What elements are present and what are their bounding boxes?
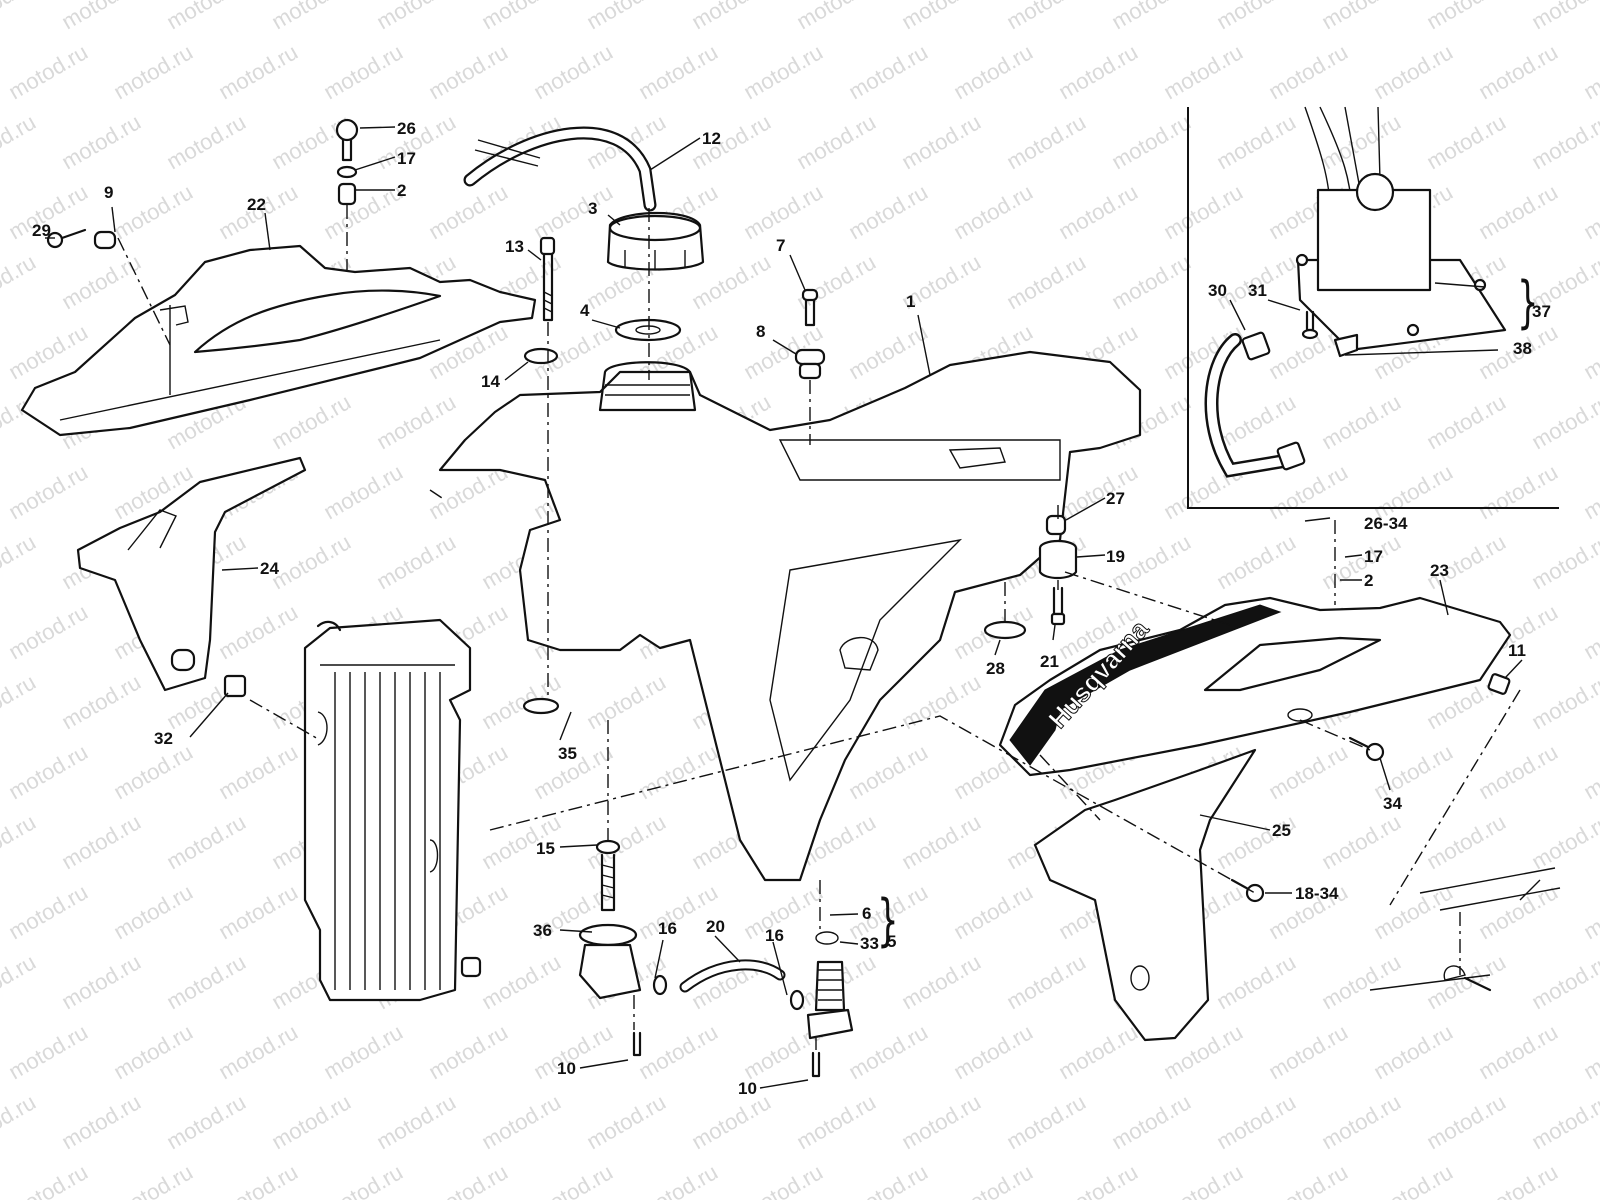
callout-37: 37 (1532, 302, 1551, 321)
callout-16a: 16 (658, 919, 677, 938)
callout-25: 25 (1272, 821, 1291, 840)
washer-14 (523, 347, 559, 365)
callout-34: 34 (1383, 794, 1402, 813)
fuel-tap-36 (578, 853, 642, 1000)
bolt-21 (1050, 586, 1066, 626)
assembly-lines (117, 205, 1521, 1050)
spacer-2 (337, 182, 357, 206)
callout-3: 3 (588, 199, 598, 218)
callout-9: 9 (104, 183, 114, 202)
callout-14: 14 (481, 372, 500, 391)
callout-38: 38 (1513, 339, 1532, 358)
callout-17b: 17 (1364, 547, 1383, 566)
callout-31: 31 (1248, 281, 1267, 300)
clip-nut-11 (1487, 673, 1511, 695)
fuel-pump-unit (1295, 106, 1507, 358)
screw-31 (1301, 310, 1319, 340)
group-brace-37: } (1517, 270, 1539, 335)
clip-nut-32 (223, 674, 247, 698)
callout-26-34: 26-34 (1364, 514, 1408, 533)
screw-10b (811, 1051, 821, 1078)
callout-28: 28 (986, 659, 1005, 678)
inset-panel (1187, 107, 1559, 509)
callout-30: 30 (1208, 281, 1227, 300)
bolt-13 (539, 236, 556, 322)
callout-5: 5 (887, 932, 897, 951)
leader-lines (45, 126, 1523, 1089)
callout-35: 35 (558, 744, 577, 763)
callout-2b: 2 (1364, 571, 1374, 590)
callout-1: 1 (906, 292, 916, 311)
callout-22: 22 (247, 195, 266, 214)
breather-hose (463, 126, 657, 212)
callout-7: 7 (776, 236, 786, 255)
filler-cap (606, 211, 705, 271)
callout-2a: 2 (397, 181, 407, 200)
right-radiator-shroud: Husqvarna (998, 596, 1512, 777)
bolt-26 (335, 118, 359, 162)
grommet-8 (794, 348, 826, 380)
callout-13: 13 (505, 237, 524, 256)
callout-6: 6 (862, 904, 872, 923)
bolt-34 (1348, 736, 1385, 762)
callout-32: 32 (154, 729, 173, 748)
callout-29: 29 (32, 221, 51, 240)
callout-10b: 10 (738, 1079, 757, 1098)
cap-seal (614, 318, 682, 342)
o-ring-6 (815, 931, 839, 945)
right-shroud-bracket (1033, 748, 1257, 1042)
callout-19: 19 (1106, 547, 1125, 566)
washer-17 (336, 165, 358, 179)
rubber-mount-19 (1038, 539, 1078, 580)
washer-28 (983, 620, 1027, 640)
callout-15: 15 (536, 839, 555, 858)
callout-27: 27 (1106, 489, 1125, 508)
callout-26: 26 (397, 119, 416, 138)
callout-16b: 16 (765, 926, 784, 945)
fuel-line-30 (1204, 331, 1306, 478)
group-brace-5: } (877, 888, 899, 953)
screw-7 (801, 288, 819, 327)
callout-23: 23 (1430, 561, 1449, 580)
callout-11: 11 (1508, 641, 1526, 660)
callout-10a: 10 (557, 1059, 576, 1078)
hose-clamp-16a (652, 974, 668, 996)
screw-29 (46, 228, 87, 249)
hose-clamp-16b (789, 989, 805, 1011)
callout-12: 12 (702, 129, 721, 148)
left-radiator-shroud (20, 244, 537, 437)
screw-10a (632, 1031, 642, 1057)
left-shroud-bracket (76, 456, 307, 692)
callout-24: 24 (260, 559, 279, 578)
fuel-tank (438, 350, 1142, 882)
callout-33: 33 (860, 934, 879, 953)
frame-fragment (1369, 867, 1561, 992)
spacer-27 (1045, 514, 1067, 536)
o-ring-15 (595, 839, 621, 855)
callout-36: 36 (533, 921, 552, 940)
washer-35 (522, 697, 560, 715)
callout-4: 4 (580, 301, 590, 320)
callout-21: 21 (1040, 652, 1059, 671)
callout-20: 20 (706, 917, 725, 936)
spacer-9 (93, 230, 117, 250)
fuel-filter-33 (806, 960, 854, 1040)
callout-18-34: 18-34 (1295, 884, 1339, 903)
callout-17a: 17 (397, 149, 416, 168)
radiator (303, 618, 482, 1002)
callout-8: 8 (756, 322, 766, 341)
